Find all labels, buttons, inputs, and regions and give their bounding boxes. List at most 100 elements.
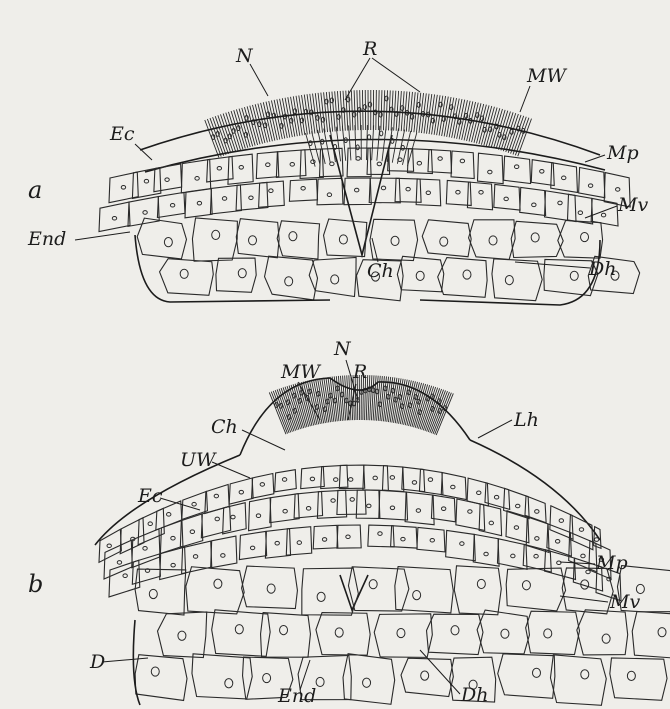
mesoderm-cell <box>431 495 455 522</box>
cell-nucleus <box>317 592 325 601</box>
cell-nucleus <box>532 203 536 207</box>
label-pointer <box>478 420 512 438</box>
endoderm-cell <box>492 259 542 301</box>
cell-nucleus <box>316 677 324 686</box>
mesoderm-cell <box>313 525 338 548</box>
label-b-Lh: Lh <box>513 409 539 431</box>
neural-plate-cell <box>354 90 355 130</box>
cell-nucleus <box>339 235 347 244</box>
cell-nucleus <box>349 478 353 482</box>
label-a-MW: MW <box>526 65 567 87</box>
cell-nucleus <box>290 163 294 167</box>
cell-nucleus <box>335 628 343 637</box>
neural-plate-cell <box>368 375 370 420</box>
cell-nucleus <box>514 526 518 530</box>
cell-nucleus <box>377 162 381 166</box>
yolk-cell <box>135 655 187 701</box>
yolk-outline <box>133 620 140 705</box>
neural-plate-cell <box>349 90 351 130</box>
mesoderm-cell <box>504 156 531 183</box>
yolk-cell <box>427 614 483 654</box>
cell-nucleus <box>516 504 520 508</box>
cell-nucleus <box>214 579 222 588</box>
cell-nucleus <box>477 579 485 588</box>
cell-nucleus <box>397 628 405 637</box>
label-b-Mv: Mv <box>609 591 640 613</box>
cell-nucleus <box>356 157 360 161</box>
neural-plate-cell <box>396 91 398 131</box>
endoderm-cell <box>236 219 279 258</box>
cell-nucleus <box>430 538 434 542</box>
cell-nucleus <box>171 536 175 540</box>
neural-plate-cell <box>362 90 363 130</box>
label-pointer <box>102 658 148 662</box>
endoderm-cell <box>397 256 443 292</box>
cell-nucleus <box>401 537 405 541</box>
mesoderm-cell <box>317 178 343 205</box>
ectoderm-cell <box>229 478 253 504</box>
yolk-cell <box>374 614 432 658</box>
cell-nucleus <box>401 145 404 150</box>
neural-plate-cell <box>474 104 484 143</box>
label-pointer <box>160 498 200 510</box>
yolk-cell <box>562 568 613 614</box>
cell-nucleus <box>406 187 410 191</box>
mesoderm-cell <box>479 504 501 536</box>
neural-plate-cell <box>383 90 384 130</box>
cell-nucleus <box>658 628 666 637</box>
yolk-cell <box>550 655 606 705</box>
label-pointer <box>585 155 605 162</box>
neural-plate-cell <box>484 107 495 146</box>
cell-nucleus <box>346 535 350 539</box>
cell-nucleus <box>456 190 460 194</box>
cell-nucleus <box>285 277 293 286</box>
yolk-cell <box>477 610 529 654</box>
cell-nucleus <box>627 671 635 680</box>
neural-plate-cell <box>299 95 305 135</box>
cell-nucleus <box>151 667 159 676</box>
cell-nucleus <box>501 629 509 638</box>
cell-nucleus <box>249 236 257 245</box>
cell-nucleus <box>193 555 197 559</box>
mesoderm-cell <box>417 527 445 552</box>
endoderm-cell <box>309 258 356 297</box>
ectoderm-cell <box>382 466 403 492</box>
cell-nucleus <box>416 271 424 280</box>
panel-b-letter: b <box>28 570 43 598</box>
cell-nucleus <box>171 563 175 567</box>
mesoderm-cell <box>132 529 160 568</box>
cell-nucleus <box>239 165 243 169</box>
cell-nucleus <box>367 504 371 508</box>
neural-plate-cell <box>515 118 529 156</box>
endoderm-cell <box>370 219 418 260</box>
mesoderm-cell <box>239 531 266 559</box>
neural-plate-cell <box>486 108 497 147</box>
ectoderm-cell <box>205 484 229 513</box>
cell-nucleus <box>275 541 279 545</box>
cell-nucleus <box>460 159 464 163</box>
cell-nucleus <box>534 554 538 558</box>
yolk-cell <box>577 610 628 655</box>
endoderm-cell <box>558 220 603 258</box>
cell-nucleus <box>238 269 246 278</box>
label-a-End: End <box>27 228 66 250</box>
label-a-Mv: Mv <box>617 194 648 216</box>
yolk-cell <box>242 566 298 608</box>
cell-nucleus <box>535 510 539 514</box>
cell-nucleus <box>170 203 174 207</box>
neural-plate-cell <box>376 90 377 130</box>
label-pointer <box>75 232 130 240</box>
cell-nucleus <box>283 509 287 513</box>
cell-nucleus <box>192 502 196 506</box>
cell-nucleus <box>225 679 233 688</box>
endoderm-cell <box>277 221 319 259</box>
cell-nucleus <box>416 509 420 513</box>
yolk-cell <box>632 612 670 659</box>
ectoderm-cell <box>363 465 388 491</box>
cell-nucleus <box>306 507 310 511</box>
label-pointer <box>420 650 460 694</box>
cell-nucleus <box>215 517 219 521</box>
cell-nucleus <box>167 513 171 517</box>
cell-nucleus <box>256 514 260 518</box>
cell-nucleus <box>428 478 432 482</box>
